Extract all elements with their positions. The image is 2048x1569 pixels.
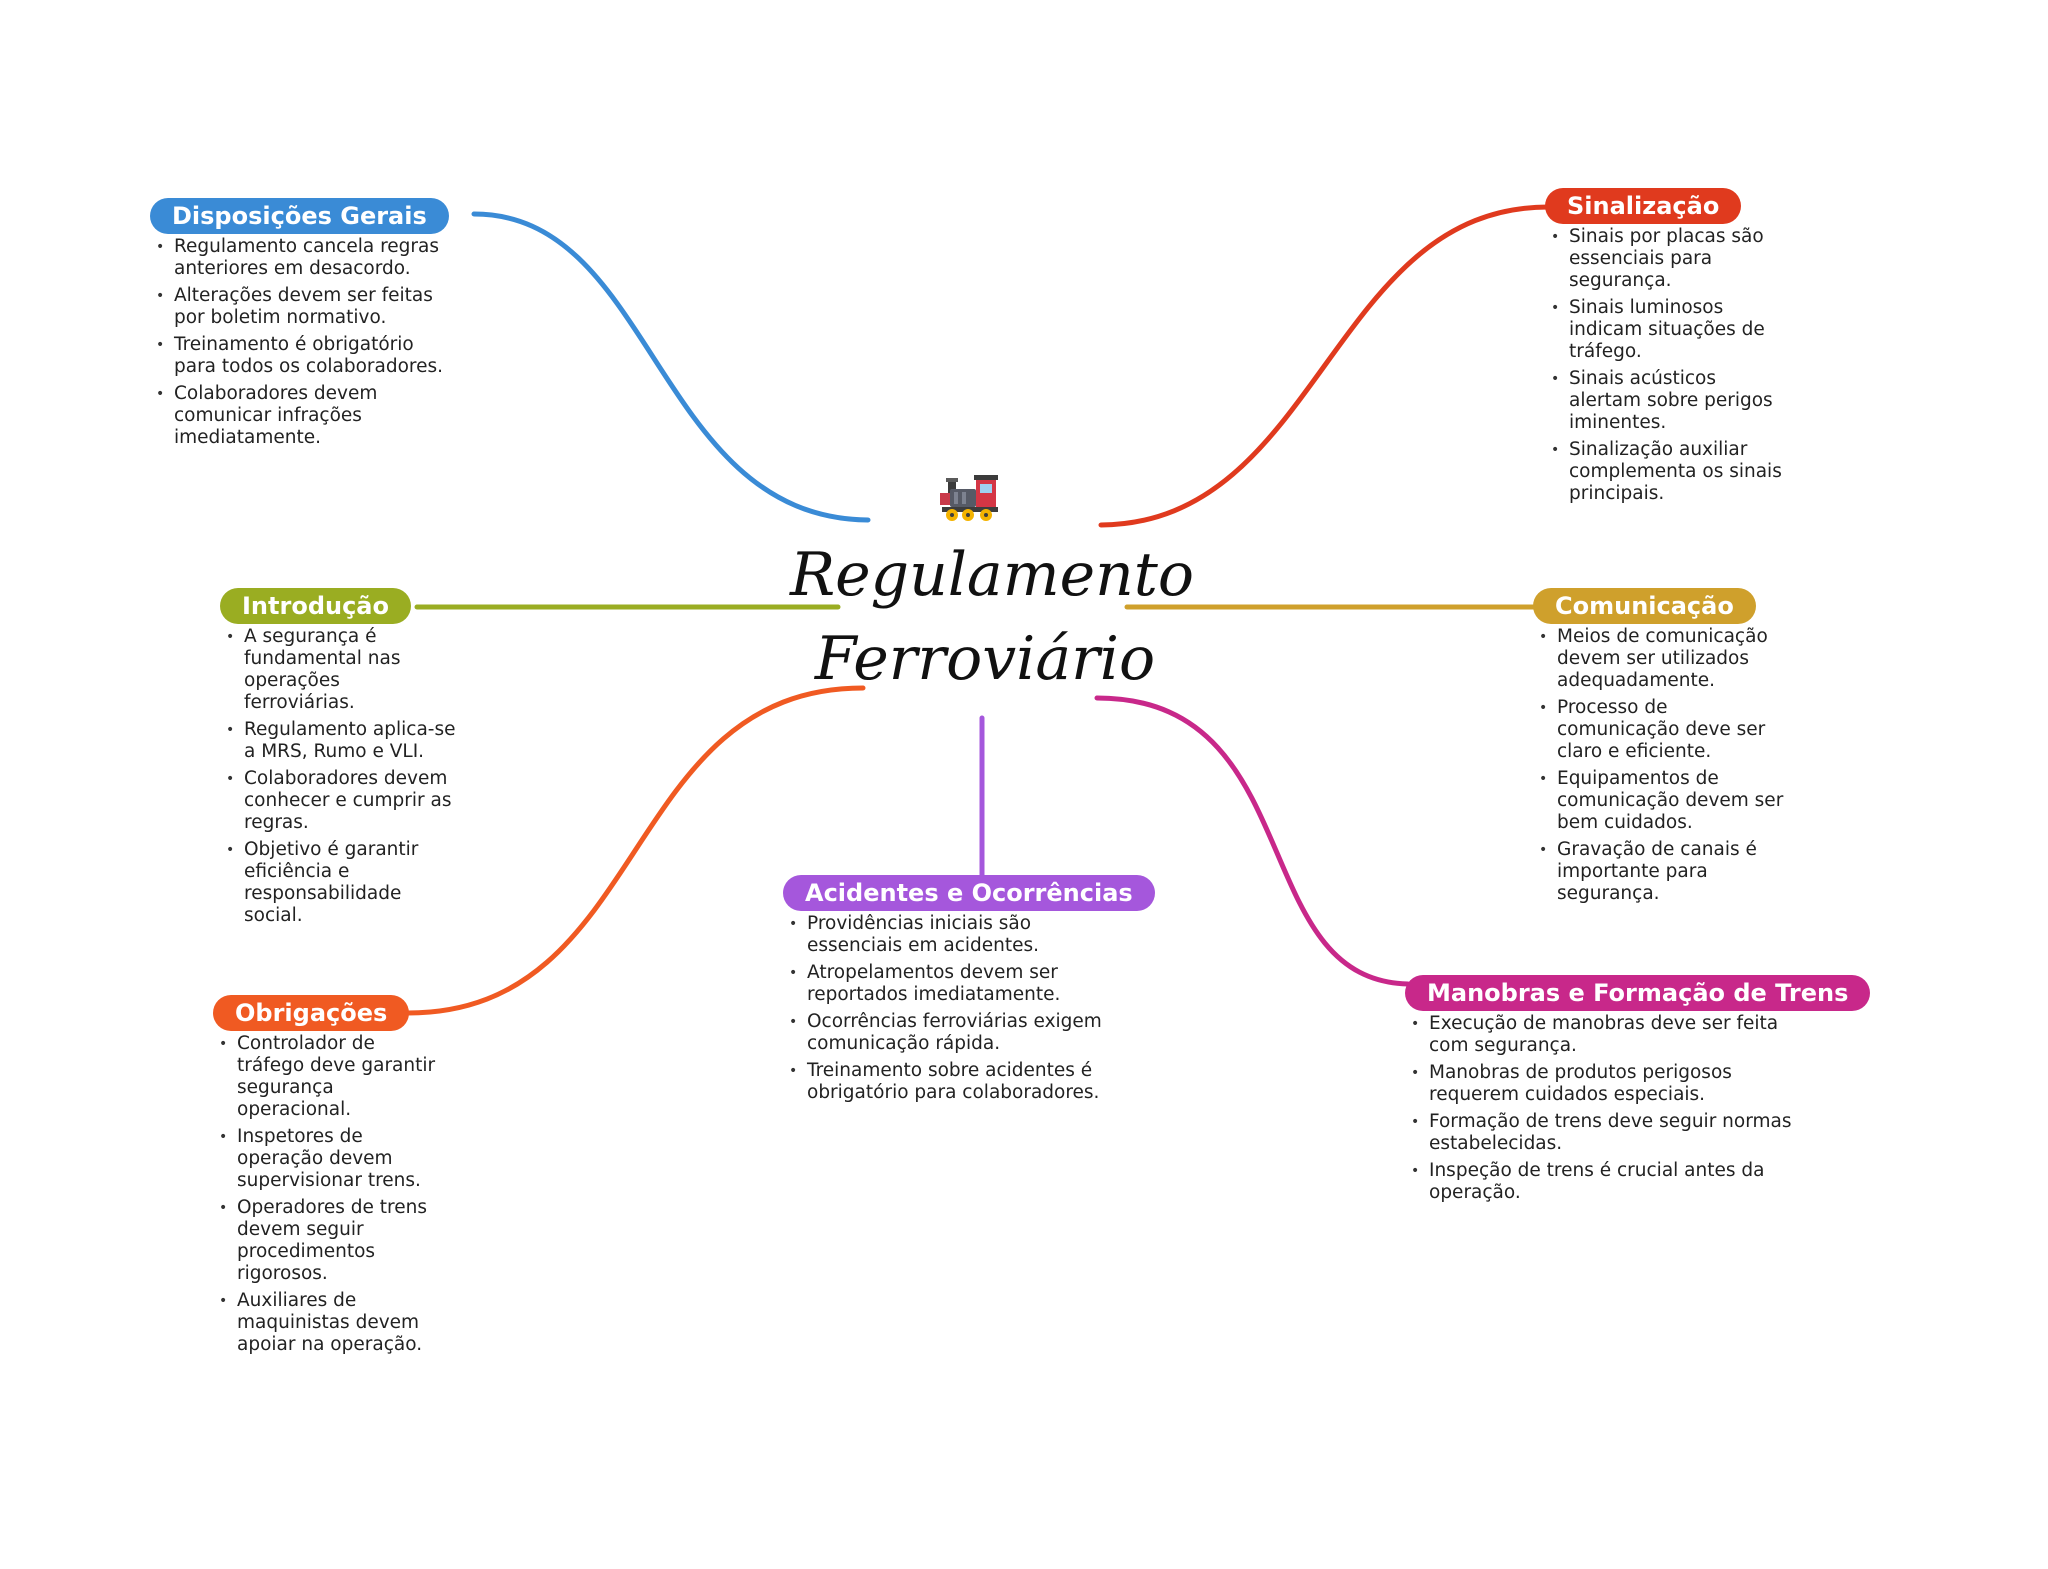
notes-list: Providências iniciais são essenciais em …	[783, 913, 1155, 1104]
note-item: Operadores de trens devem seguir procedi…	[213, 1197, 435, 1285]
branch-disposicoes-gerais: Disposições Gerais Regulamento cancela r…	[150, 198, 449, 454]
topic-pill-obrigacoes[interactable]: Obrigações	[213, 995, 410, 1031]
note-item: Providências iniciais são essenciais em …	[783, 913, 1155, 957]
note-item: Ocorrências ferroviárias exigem comunica…	[783, 1011, 1155, 1055]
note-item: Controlador de tráfego deve garantir seg…	[213, 1033, 435, 1121]
note-item: Sinalização auxiliar complementa os sina…	[1545, 439, 1782, 505]
notes-list: A segurança é fundamental nas operações …	[220, 626, 456, 927]
note-item: Atropelamentos devem ser reportados imed…	[783, 962, 1155, 1006]
note-item: Treinamento sobre acidentes é obrigatóri…	[783, 1060, 1155, 1104]
branch-acidentes-ocorrencias: Acidentes e Ocorrências Providências ini…	[783, 875, 1155, 1109]
note-item: Auxiliares de maquinistas devem apoiar n…	[213, 1290, 435, 1356]
connector-manobras	[1094, 695, 1411, 987]
branch-obrigacoes: Obrigações Controlador de tráfego deve g…	[213, 995, 435, 1361]
note-item: Meios de comunicação devem ser utilizado…	[1533, 626, 1783, 692]
branch-introducao: Introdução A segurança é fundamental nas…	[220, 588, 456, 932]
note-item: Regulamento aplica-se a MRS, Rumo e VLI.	[220, 719, 456, 763]
notes-list: Regulamento cancela regras anteriores em…	[150, 236, 449, 449]
note-item: A segurança é fundamental nas operações …	[220, 626, 456, 714]
branch-comunicacao: Comunicação Meios de comunicação devem s…	[1533, 588, 1783, 910]
note-item: Treinamento é obrigatório para todos os …	[150, 334, 449, 378]
note-item: Processo de comunicação deve ser claro e…	[1533, 697, 1783, 763]
locomotive-icon	[940, 475, 998, 521]
note-item: Inspeção de trens é crucial antes da ope…	[1405, 1160, 1870, 1204]
note-item: Inspetores de operação devem supervision…	[213, 1126, 435, 1192]
topic-pill-manobras-formacao[interactable]: Manobras e Formação de Trens	[1405, 975, 1871, 1011]
connector-sinalizacao	[1098, 204, 1551, 528]
notes-list: Meios de comunicação devem ser utilizado…	[1533, 626, 1783, 905]
note-item: Formação de trens deve seguir normas est…	[1405, 1111, 1870, 1155]
note-item: Execução de manobras deve ser feita com …	[1405, 1013, 1870, 1057]
central-topic: Regulamento Ferroviário	[790, 465, 1194, 695]
notes-list: Execução de manobras deve ser feita com …	[1405, 1013, 1870, 1204]
topic-pill-introducao[interactable]: Introdução	[220, 588, 411, 624]
note-item: Alterações devem ser feitas por boletim …	[150, 285, 449, 329]
note-item: Gravação de canais é importante para seg…	[1533, 839, 1783, 905]
connector-obrigacoes	[405, 685, 866, 1016]
note-item: Manobras de produtos perigosos requerem …	[1405, 1062, 1870, 1106]
notes-list: Sinais por placas são essenciais para se…	[1545, 226, 1782, 505]
branch-manobras-formacao: Manobras e Formação de Trens Execução de…	[1405, 975, 1871, 1209]
central-title: Regulamento Ferroviário	[790, 540, 1194, 694]
connector-disposicoes	[471, 211, 871, 523]
note-item: Sinais luminosos indicam situações de tr…	[1545, 297, 1782, 363]
note-item: Sinais acústicos alertam sobre perigos i…	[1545, 368, 1782, 434]
branch-sinalizacao: Sinalização Sinais por placas são essenc…	[1545, 188, 1782, 510]
topic-pill-sinalizacao[interactable]: Sinalização	[1545, 188, 1742, 224]
note-item: Objetivo é garantir eficiência e respons…	[220, 839, 456, 927]
topic-pill-comunicacao[interactable]: Comunicação	[1533, 588, 1756, 624]
topic-pill-acidentes-ocorrencias[interactable]: Acidentes e Ocorrências	[783, 875, 1155, 911]
note-item: Colaboradores devem comunicar infrações …	[150, 383, 449, 449]
note-item: Sinais por placas são essenciais para se…	[1545, 226, 1782, 292]
note-item: Colaboradores devem conhecer e cumprir a…	[220, 768, 456, 834]
note-item: Equipamentos de comunicação devem ser be…	[1533, 768, 1783, 834]
note-item: Regulamento cancela regras anteriores em…	[150, 236, 449, 280]
notes-list: Controlador de tráfego deve garantir seg…	[213, 1033, 435, 1356]
topic-pill-disposicoes-gerais[interactable]: Disposições Gerais	[150, 198, 449, 234]
